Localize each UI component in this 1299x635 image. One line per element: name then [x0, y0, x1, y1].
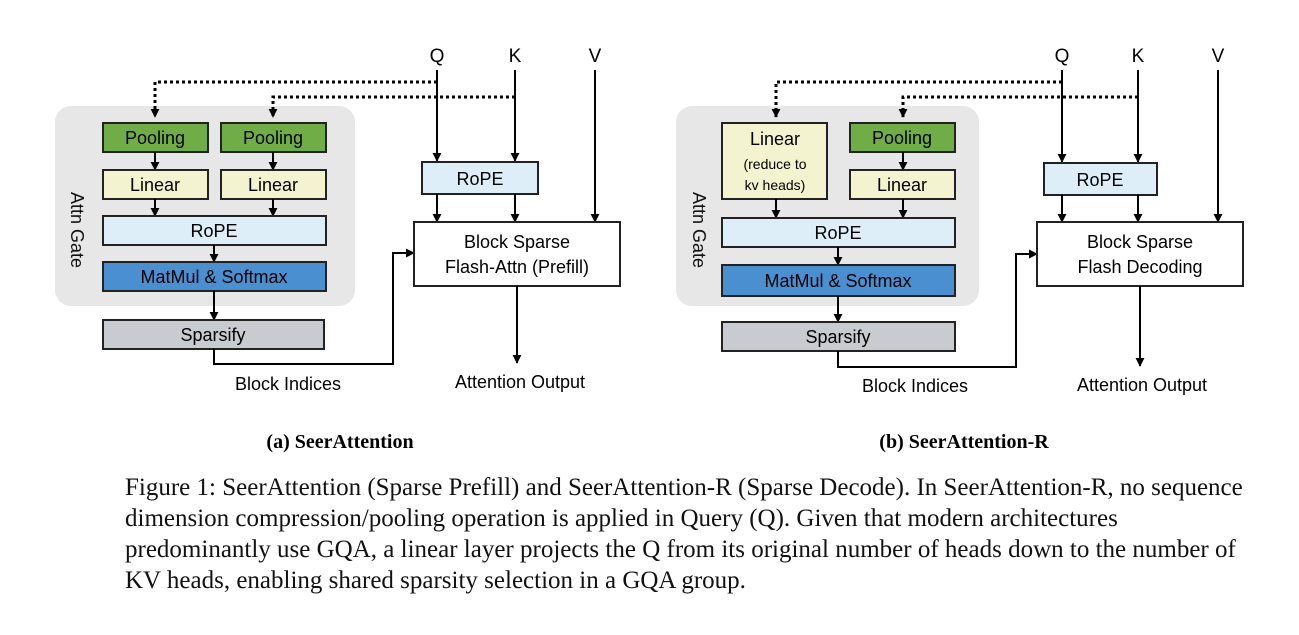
block-indices-label-a: Block Indices	[235, 374, 341, 394]
pooling-box-right-a	[220, 122, 327, 153]
block-indices-line-a	[213, 248, 415, 365]
matmul-box-b	[721, 264, 956, 297]
block-sparse-attn-line1-a: Block Sparse	[464, 232, 570, 252]
rope-main-box-b	[1043, 162, 1158, 196]
input-v-b: V	[1212, 46, 1225, 67]
linear-label-right-b: Linear	[877, 175, 927, 195]
sparsify-box-b	[721, 321, 956, 352]
dotted-k-line-a	[268, 95, 515, 118]
pooling-label-left-a: Pooling	[125, 128, 185, 148]
rope-gate-label-a: RoPE	[190, 221, 237, 241]
block-sparse-attn-line2-a: Flash-Attn (Prefill)	[445, 257, 589, 277]
panel-b: Attn Gate Q K V Linear (reduce to kv hea…	[676, 46, 1244, 453]
block-indices-line-b	[837, 249, 1038, 368]
input-q-b: Q	[1055, 46, 1070, 67]
linear-box-left-a	[102, 169, 209, 200]
matmul-label-a: MatMul & Softmax	[140, 267, 287, 287]
panel-a: Attn Gate Q K V Pooling Pooling Linear L…	[55, 46, 621, 453]
linear-label-left-a: Linear	[130, 175, 180, 195]
attn-gate-label-b: Attn Gate	[689, 192, 709, 268]
input-q-a: Q	[430, 46, 445, 67]
matmul-label-b: MatMul & Softmax	[764, 271, 911, 291]
rope-gate-label-b: RoPE	[814, 223, 861, 243]
attention-output-label-b: Attention Output	[1077, 375, 1207, 395]
linear-reduce-line1-b: Linear	[750, 129, 800, 149]
attn-gate-region-a	[55, 106, 355, 306]
sparsify-box-a	[102, 319, 325, 350]
rope-main-label-a: RoPE	[456, 169, 503, 189]
linear-label-right-a: Linear	[248, 175, 298, 195]
subtitle-a: (a) SeerAttention	[266, 431, 413, 453]
seerattention-diagram: Attn Gate Q K V Pooling Pooling Linear L…	[55, 46, 1244, 453]
dotted-q-line-a	[150, 80, 437, 118]
rope-gate-box-b	[721, 217, 956, 248]
pooling-label-right-b: Pooling	[872, 128, 932, 148]
block-sparse-decode-line2-b: Flash Decoding	[1077, 257, 1202, 277]
linear-reduce-line2-b: (reduce to	[743, 156, 806, 172]
block-indices-label-b: Block Indices	[862, 376, 968, 396]
rope-gate-box-a	[102, 215, 327, 246]
subtitle-b: (b) SeerAttention-R	[879, 431, 1049, 453]
linear-box-right-b	[849, 169, 956, 200]
figure-caption: Figure 1: SeerAttention (Sparse Prefill)…	[125, 474, 1243, 594]
block-sparse-attn-box-a	[413, 221, 621, 287]
pooling-label-right-a: Pooling	[243, 128, 303, 148]
sparsify-label-a: Sparsify	[180, 325, 245, 345]
sparsify-label-b: Sparsify	[805, 327, 870, 347]
input-k-b: K	[1132, 46, 1145, 67]
rope-main-label-b: RoPE	[1076, 170, 1123, 190]
linear-reduce-line3-b: kv heads)	[745, 177, 806, 193]
block-sparse-decode-line1-b: Block Sparse	[1087, 232, 1193, 252]
input-k-a: K	[509, 46, 522, 67]
dotted-k-line-b	[898, 95, 1138, 118]
rope-main-box-a	[421, 161, 539, 195]
attention-output-label-a: Attention Output	[455, 372, 585, 392]
attn-gate-label-a: Attn Gate	[67, 192, 87, 268]
input-v-a: V	[589, 46, 602, 67]
linear-reduce-box-b	[721, 122, 828, 200]
